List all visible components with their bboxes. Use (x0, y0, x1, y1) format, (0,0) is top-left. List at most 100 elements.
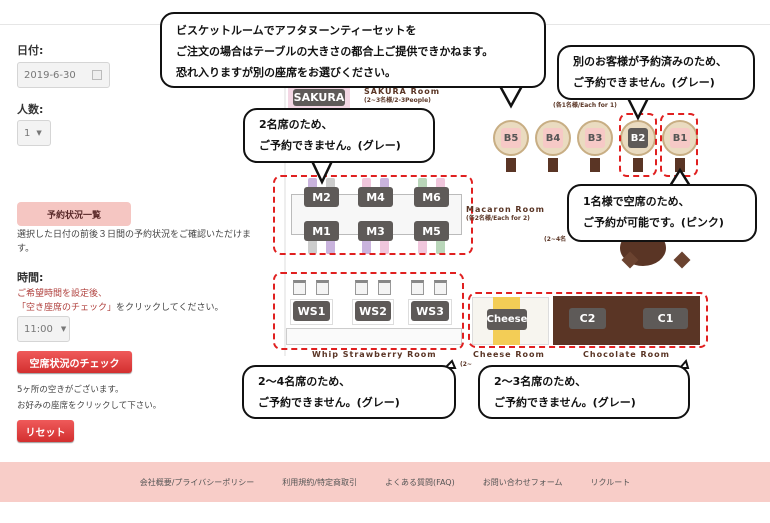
check-availability-button[interactable]: 空席状況のチェック (17, 351, 132, 373)
stool (316, 280, 329, 295)
map-wall (284, 86, 286, 356)
time-note-highlight: 「空き座席のチェック」 (17, 303, 117, 313)
stool (590, 158, 600, 172)
seat-cheese[interactable]: Cheese (487, 309, 527, 330)
time-note-rest: をクリックしてください。 (116, 303, 224, 313)
chair (308, 238, 317, 254)
cheese-room-title: Cheese Room (473, 350, 545, 359)
stool (293, 280, 306, 295)
footer: 会社概要/プライバシーポリシー 利用規約/特定商取引 よくある質問(FAQ) お… (0, 462, 770, 502)
chair (418, 238, 427, 254)
callout-line: 2～4名席のため、 (258, 375, 351, 388)
chair (308, 178, 317, 194)
seat-label: B2 (628, 128, 648, 148)
chair (380, 238, 389, 254)
seat-m4[interactable]: M4 (358, 187, 393, 207)
chocolate-room-title: Chocolate Room (583, 350, 670, 359)
time-note-1: ご希望時間を設定後、 (17, 289, 108, 299)
callout-biscuit-note: ビスケットルームでアフタヌーンティーセットを ご注文の場合はテーブルの大きさの都… (160, 12, 546, 88)
calendar-icon[interactable] (92, 70, 102, 80)
time-value: 11:00 (24, 323, 53, 335)
seat-b4[interactable]: B4 (535, 120, 571, 156)
callout-line: ご予約できません。(グレー) (259, 139, 401, 152)
time-label: 時間: (17, 271, 44, 284)
stool (633, 158, 643, 172)
sakura-room-sub: (2~3名様/2-3People) (364, 97, 431, 104)
seat-ws2[interactable]: WS2 (355, 301, 391, 321)
whip-counter (286, 328, 462, 345)
stool (411, 280, 424, 295)
seat-m2[interactable]: M2 (304, 187, 339, 207)
callout-macaron-note: 2名席のため、 ご予約できません。(グレー) (243, 108, 435, 163)
chair (380, 178, 389, 194)
stool (434, 280, 447, 295)
sakura-room-title: SAKURA Room (364, 87, 441, 96)
seat-sakura[interactable]: SAKURA (293, 89, 345, 106)
callout-line: 別のお客様が予約済みのため、 (573, 55, 727, 68)
time-select[interactable]: 11:00 ▼ (17, 316, 70, 342)
cheese-room-sub: (2~ (460, 361, 472, 368)
callout-line: 1名様で空席のため、 (583, 195, 690, 208)
footer-link-company[interactable]: 会社概要/プライバシーポリシー (139, 477, 255, 487)
footer-link-contact[interactable]: お問い合わせフォーム (482, 477, 563, 487)
round-room-sub: (2~4名 (544, 236, 567, 243)
chair (418, 178, 427, 194)
stool (675, 158, 685, 172)
footer-link-faq[interactable]: よくある質問(FAQ) (384, 477, 455, 487)
callout-reserved-note: 別のお客様が予約済みのため、 ご予約できません。(グレー) (557, 45, 755, 100)
seat-m1[interactable]: M1 (304, 221, 339, 241)
footer-link-recruit[interactable]: リクルート (590, 477, 631, 487)
stool (506, 158, 516, 172)
callout-line: ビスケットルームでアフタヌーンティーセットを (176, 24, 417, 37)
callout-available-note: 1名様で空席のため、 ご予約が可能です。(ピンク) (567, 184, 757, 242)
whip-highlight (273, 272, 464, 350)
stool (378, 280, 391, 295)
seat-label: B1 (670, 128, 690, 148)
callout-line: ご予約が可能です。(ピンク) (583, 216, 724, 229)
seat-ws3[interactable]: WS3 (411, 301, 449, 321)
macaron-highlight (273, 175, 473, 255)
callout-line: 2名席のため、 (259, 118, 333, 131)
seat-c1[interactable]: C1 (643, 308, 688, 329)
stool (548, 158, 558, 172)
callout-line: ご予約できません。(グレー) (494, 396, 636, 409)
biscuit-room-sub: (各1名様/Each for 1) (553, 102, 617, 109)
date-value: 2019-6-30 (24, 69, 76, 81)
cheese-chocolate-highlight (468, 292, 708, 348)
callout-line: ご予約できません。(グレー) (573, 76, 715, 89)
seat-m6[interactable]: M6 (414, 187, 449, 207)
seat-m5[interactable]: M5 (414, 221, 449, 241)
people-value: 1 (24, 127, 31, 139)
callout-whip-note: 2～4名席のため、 ご予約できません。(グレー) (242, 365, 456, 419)
seat-b3[interactable]: B3 (577, 120, 613, 156)
seat-b1[interactable]: B1 (662, 120, 698, 156)
chair (436, 178, 445, 194)
status-list-button[interactable]: 予約状況一覧 (17, 202, 131, 226)
macaron-room-sub: (各2名様/Each for 2) (466, 215, 530, 222)
footer-link-terms[interactable]: 利用規約/特定商取引 (282, 477, 357, 487)
callout-line: 恐れ入りますが別の座席をお選びください。 (176, 66, 396, 79)
date-label: 日付: (17, 44, 44, 57)
seat-c2[interactable]: C2 (569, 308, 606, 329)
chevron-down-icon: ▼ (36, 129, 42, 137)
date-input[interactable]: 2019-6-30 (17, 62, 110, 88)
seat-label: B4 (543, 128, 563, 148)
chair (326, 238, 335, 254)
people-select[interactable]: 1 ▼ (17, 120, 51, 146)
people-label: 人数: (17, 103, 44, 116)
status-list-note: 選択した日付の前後３日間の予約状況をご確認いただけます。 (17, 230, 252, 254)
reset-button[interactable]: リセット (17, 420, 74, 442)
chevron-down-icon: ▼ (60, 325, 67, 333)
seat-m3[interactable]: M3 (358, 221, 393, 241)
whip-room-title: Whip Strawberry Room (312, 350, 437, 359)
seat-ws1[interactable]: WS1 (293, 301, 330, 321)
callout-line: ご注文の場合はテーブルの大きさの都合上ご提供できかねます。 (176, 45, 494, 58)
macaron-room-title: Macaron Room (466, 205, 545, 214)
chair (326, 178, 335, 194)
seat-b5[interactable]: B5 (493, 120, 529, 156)
result-text-2: お好みの座席をクリックして下さい。 (17, 401, 162, 411)
stool (355, 280, 368, 295)
callout-line: 2～3名席のため、 (494, 375, 587, 388)
seat-label: B3 (585, 128, 605, 148)
chair (436, 238, 445, 254)
